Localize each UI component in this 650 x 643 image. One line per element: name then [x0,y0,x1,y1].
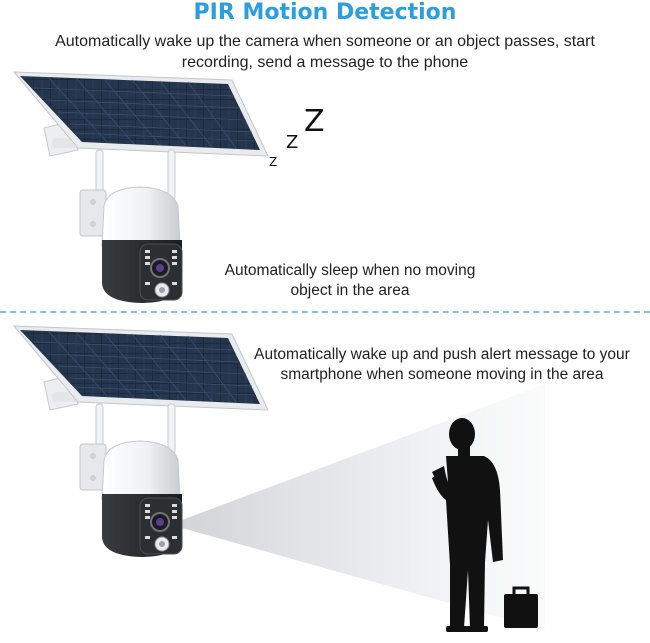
person-silhouette-icon [432,418,503,632]
page-title: PIR Motion Detection [193,0,457,25]
wake-caption: Automatically wake up and push alert mes… [254,346,630,383]
sleep-z-small: Z [269,155,278,169]
sleep-z-medium: Z [286,132,299,153]
page-subtitle: Automatically wake up the camera when so… [55,33,595,71]
section-divider [0,311,650,313]
sleep-caption: Automatically sleep when no moving objec… [224,262,476,299]
briefcase-icon [504,586,538,628]
sleep-z-large: Z [304,104,325,139]
